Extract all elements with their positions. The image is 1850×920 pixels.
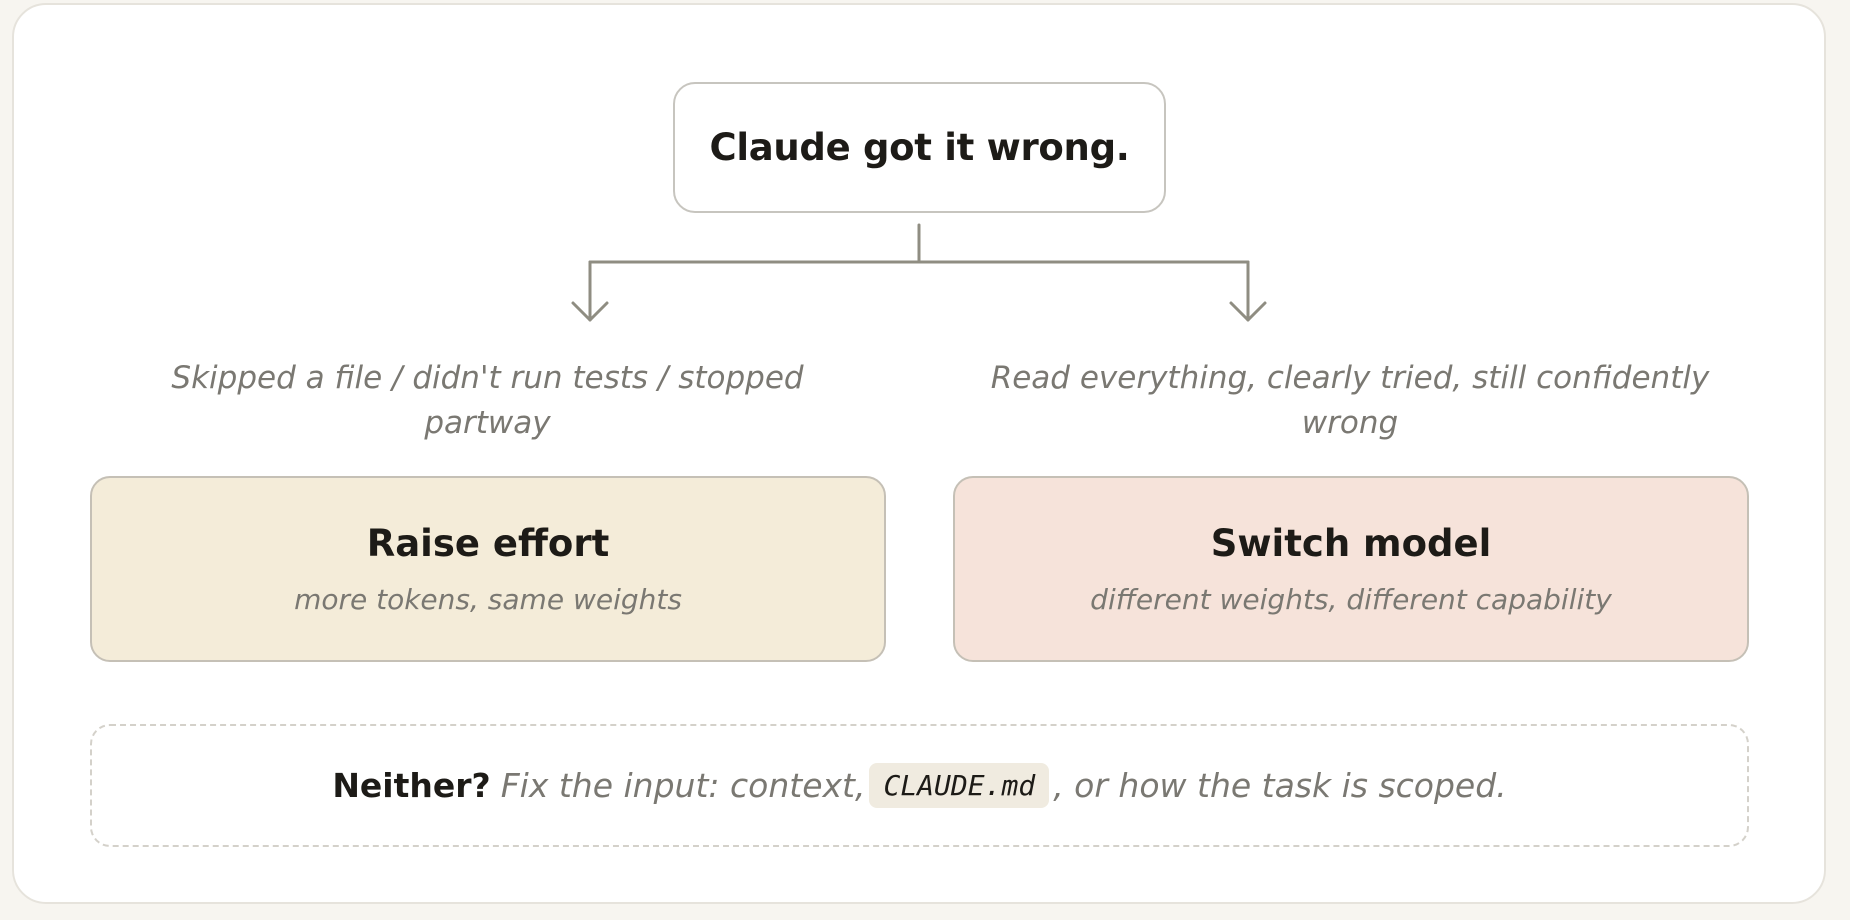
switch-model-subtitle: different weights, different capability [1090,583,1612,616]
neither-text-before: Fix the input: context, [500,766,866,805]
raise-effort-subtitle: more tokens, same weights [294,583,682,616]
root-node: Claude got it wrong. [673,82,1166,213]
switch-model-title: Switch model [1210,522,1492,565]
neither-note: Neither? Fix the input: context, CLAUDE.… [90,724,1749,847]
raise-effort-node: Raise effort more tokens, same weights [90,476,886,662]
branch-condition-effort: Skipped a file / didn't run tests / stop… [171,360,804,441]
raise-effort-title: Raise effort [366,522,610,565]
arrowhead-right [1229,301,1267,322]
branch-condition-model: Read everything, clearly tried, still co… [990,360,1710,441]
arrowhead-left [571,301,609,322]
root-title: Claude got it wrong. [709,126,1130,169]
claude-md-code: CLAUDE.md [869,763,1050,808]
neither-lead: Neither? [332,766,491,805]
neither-text-after: , or how the task is scoped. [1053,766,1507,805]
switch-model-node: Switch model different weights, differen… [953,476,1749,662]
